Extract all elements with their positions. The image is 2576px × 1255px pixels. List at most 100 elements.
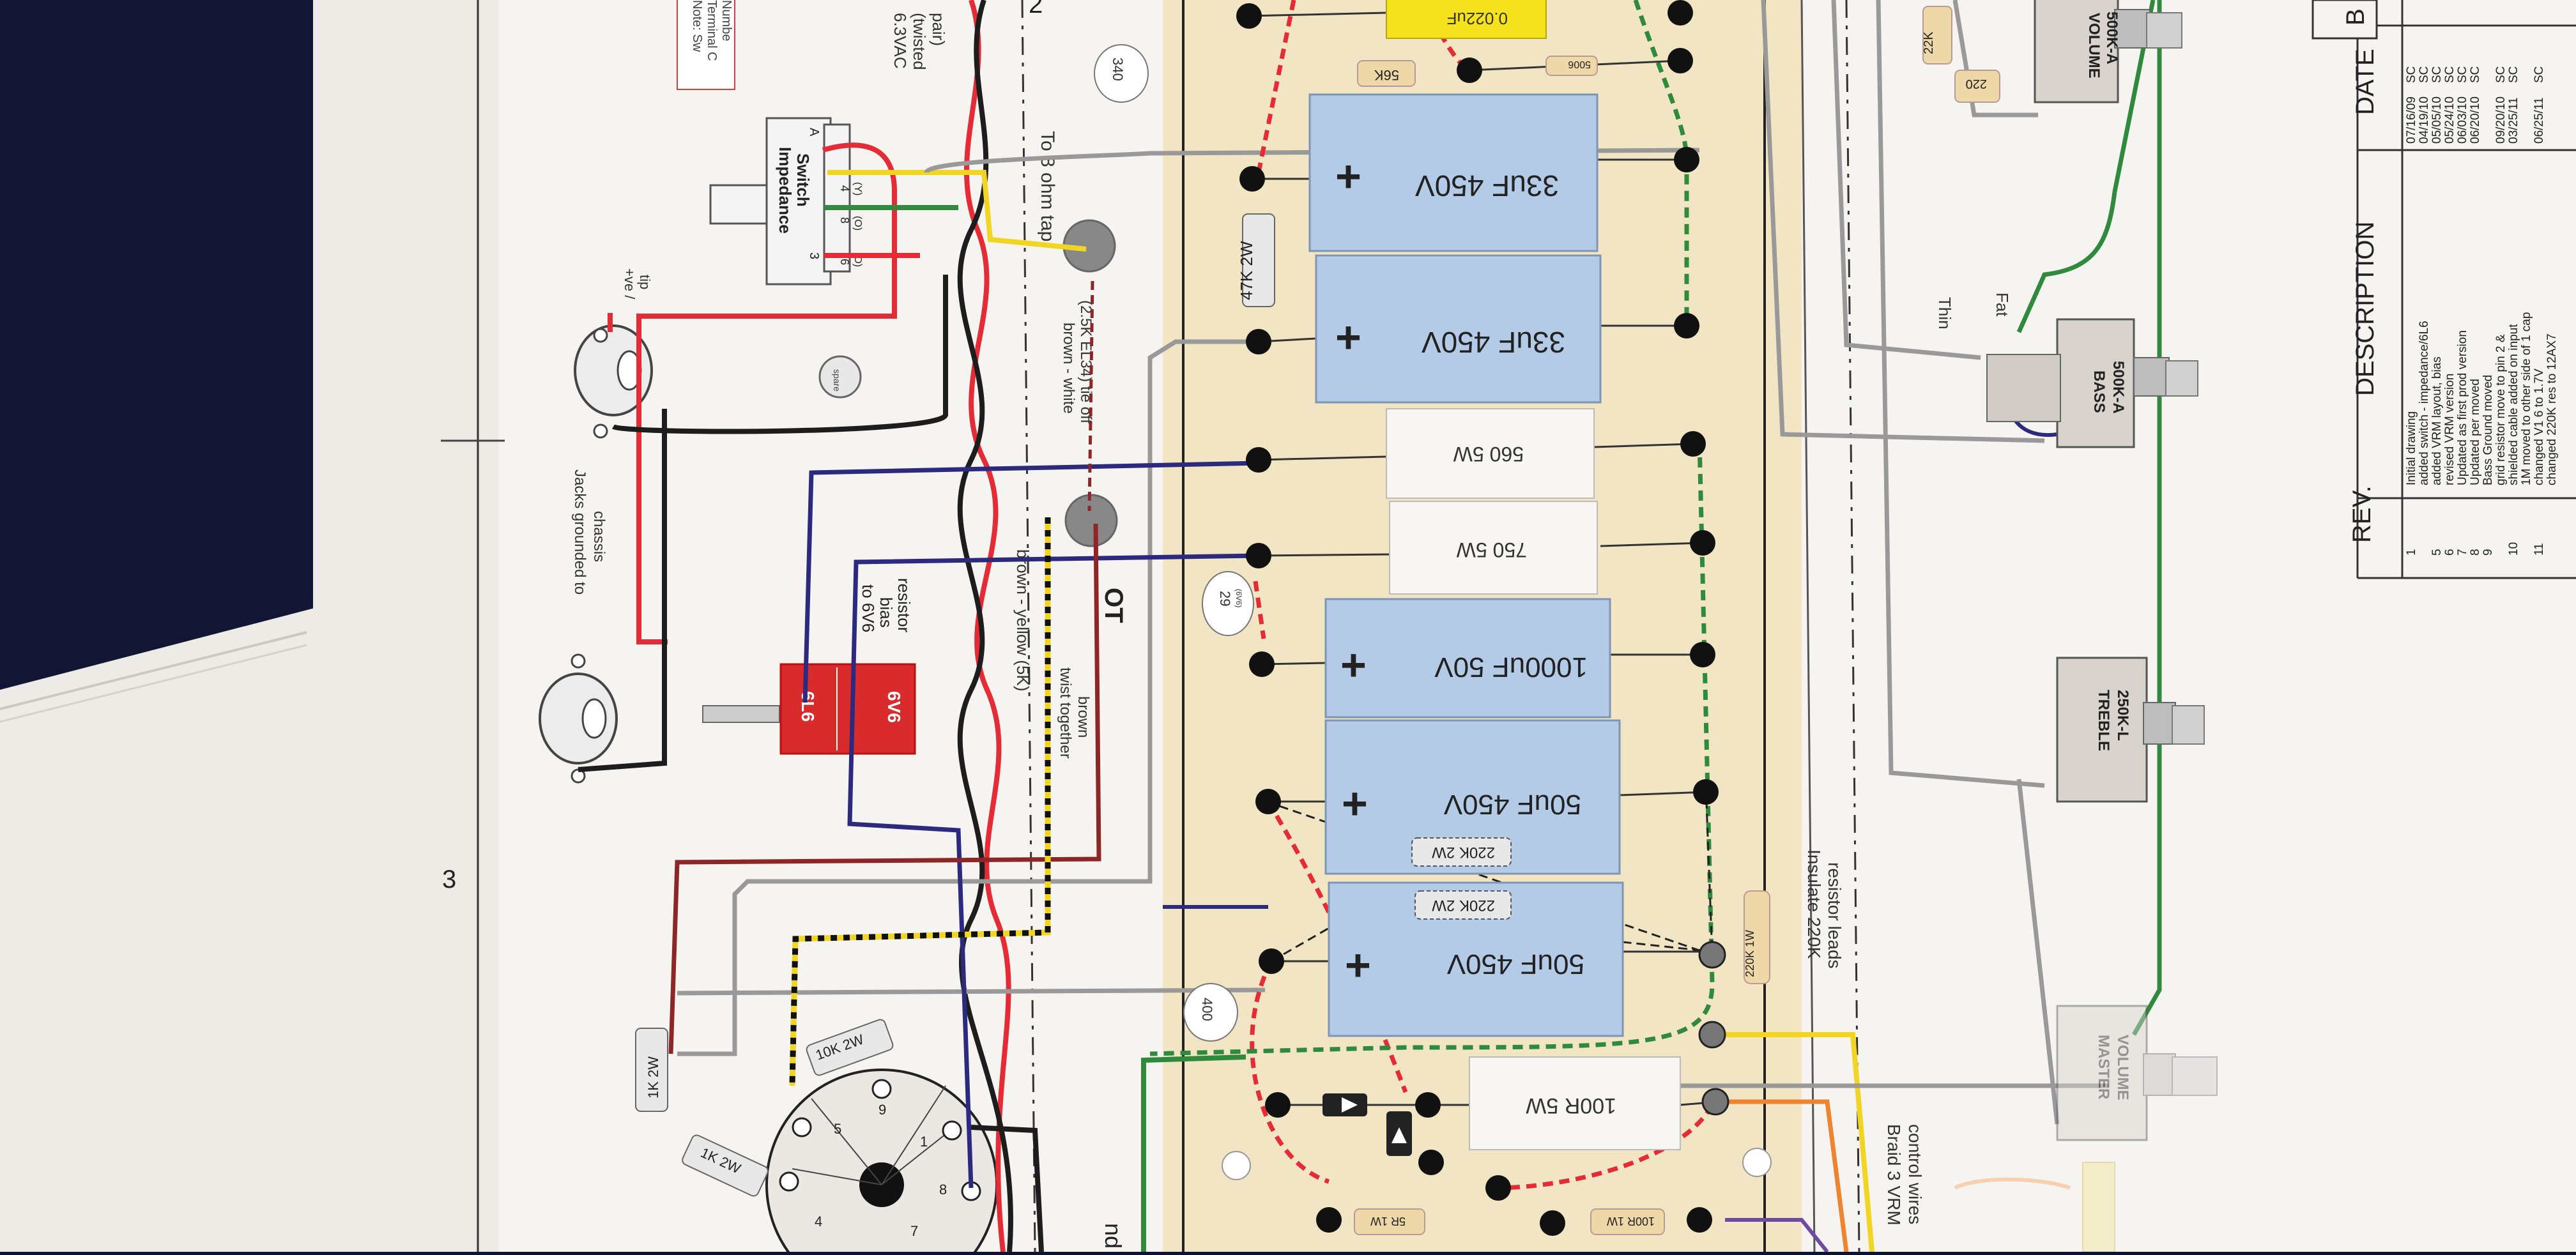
capacitor-50uf-b: + 50uF 450V: [1328, 881, 1624, 1037]
treble-pot[interactable]: TREBLE 250K-L: [2056, 657, 2205, 803]
revision-by: SC: [2430, 66, 2444, 83]
wire-heater-red: [964, 0, 1011, 1252]
svg-text:twist together: twist together: [1057, 667, 1074, 759]
svg-text:220: 220: [1966, 77, 1987, 91]
ot-brown-white-label: brown - white (2.5K EL34) tie off: [1060, 300, 1094, 423]
note-box: Note: Sw Terminal C Numbe: [677, 0, 735, 90]
svg-text:500K-A: 500K-A: [2110, 361, 2127, 414]
revision-desc: Initial drawing: [2405, 411, 2418, 485]
revision-rev: 5: [2430, 549, 2444, 556]
svg-text:BASS: BASS: [2090, 370, 2108, 413]
svg-text:tip: tip: [637, 275, 653, 289]
ot-twist-label: twist together brown: [1057, 667, 1092, 759]
svg-text:1000uF 50V: 1000uF 50V: [1434, 651, 1588, 683]
capacitor-33uf-b: + 33uF 450V: [1315, 254, 1602, 404]
spare-lug: spare: [818, 355, 862, 399]
revision-rev: 9: [2481, 549, 2495, 556]
svg-text:Numbe: Numbe: [719, 0, 733, 41]
revision-desc: changed V1 6 to 1.7V: [2533, 369, 2546, 485]
svg-text:100R 5W: 100R 5W: [1526, 1093, 1616, 1118]
svg-text:6L6: 6L6: [798, 691, 818, 722]
voltage-400: 400: [1183, 983, 1238, 1042]
svg-text:9: 9: [878, 1102, 886, 1118]
svg-text:33uF 450V: 33uF 450V: [1415, 169, 1559, 202]
resistor-560-5w: 560 5W: [1386, 408, 1595, 499]
revision-desc: added switch - impedance/6L6: [2418, 321, 2431, 485]
bass-pot[interactable]: BASS 500K-A: [1986, 318, 2198, 448]
svg-text:Switch: Switch: [793, 153, 813, 207]
impedance-switch[interactable]: Impedance Switch A 3 4 8 16 (Y) (O) (O): [709, 117, 863, 285]
svg-text:+: +: [1335, 151, 1361, 201]
revision-by: SC: [2418, 66, 2431, 83]
fat-label: Fat: [1993, 293, 2012, 317]
eyelets: [1236, 0, 1719, 1236]
svg-text:0.022uF: 0.022uF: [1447, 9, 1508, 28]
svg-text:750 5W: 750 5W: [1456, 538, 1527, 561]
svg-text:spare: spare: [832, 369, 842, 392]
revision-date: 04/19/10: [2418, 96, 2431, 144]
revision-desc: revised VRM version: [2443, 374, 2457, 485]
rev-header: REV.: [2348, 485, 2376, 543]
svg-text:Terminal C: Terminal C: [705, 0, 719, 61]
svg-text:pair): pair): [929, 13, 948, 46]
revision-rev: 6: [2443, 549, 2457, 556]
tube-select-switch[interactable]: 6L6 6V6: [702, 663, 916, 755]
revision-date: 07/16/09: [2405, 96, 2418, 144]
braid-note: Braid 3 VRM control wires: [1884, 1124, 1925, 1226]
svg-text:+ve /: +ve /: [622, 268, 638, 300]
revision-rev: 11: [2533, 543, 2546, 556]
jacks-grounded-label: Jacks grounded to chassis: [571, 469, 608, 595]
svg-text:to 6V6: to 6V6: [859, 584, 878, 632]
svg-text:brown: brown: [1075, 696, 1092, 738]
svg-text:+: +: [1335, 312, 1361, 362]
svg-text:resistor leads: resistor leads: [1825, 862, 1844, 969]
svg-text:5R 1W: 5R 1W: [1370, 1215, 1406, 1228]
wire-black-ground: [611, 275, 948, 434]
jack-tip-label: +ve / tip: [622, 268, 653, 300]
svg-text:400: 400: [1199, 998, 1215, 1021]
svg-text:control wires: control wires: [1905, 1124, 1925, 1224]
by-header: B: [2342, 8, 2370, 26]
revision-desc: changed 220K res to 12AX7: [2545, 333, 2559, 485]
svg-text:250K-L: 250K-L: [2114, 690, 2131, 741]
master-volume-pot[interactable]: MASTER VOLUME: [2056, 1005, 2218, 1141]
volume-pot[interactable]: VOLUME 500K-A: [2034, 0, 2182, 103]
svg-text:29: 29: [1217, 591, 1233, 606]
svg-text:7: 7: [910, 1223, 918, 1239]
capacitor-33uf-a: + 33uF 450V: [1308, 93, 1598, 252]
resistor-22k: 22K: [1922, 6, 1952, 65]
ot-brown-yellow-label: brown - yellow (5K): [1013, 549, 1032, 692]
date-header: DATE: [2351, 49, 2379, 115]
resistor-220k-1w: 220K 1W: [1744, 890, 1770, 984]
svg-text:47K 2W: 47K 2W: [1237, 241, 1256, 300]
revision-desc: 1M moved to other side of 1 cap: [2520, 312, 2533, 485]
svg-text:Insulate 220K: Insulate 220K: [1804, 849, 1824, 959]
svg-text:Note: Sw: Note: Sw: [690, 0, 704, 52]
revision-desc: Updated as first prod version: [2456, 330, 2469, 485]
resistor-1k-2w-a: 1K 2W: [635, 1028, 668, 1112]
svg-text:22K: 22K: [1922, 31, 1936, 54]
wire-grey: [677, 339, 1259, 1056]
svg-text:50uF 450V: 50uF 450V: [1443, 789, 1581, 820]
ot-label: OT: [1100, 588, 1128, 623]
resistor-47k-2w: 47K 2W: [1237, 213, 1275, 307]
svg-text:50uF 450V: 50uF 450V: [1446, 948, 1584, 980]
resistor-56k: 56K: [1357, 60, 1416, 87]
svg-text:(twisted: (twisted: [910, 13, 929, 70]
revision-by: SC: [2443, 66, 2457, 83]
description-header: DESCRIPTION: [2351, 222, 2379, 396]
svg-text:1K 2W: 1K 2W: [645, 1056, 661, 1099]
capacitor-0022uf: 0.022uF: [1386, 0, 1547, 39]
revision-date: 06/25/11: [2533, 97, 2546, 144]
wire-red-jack: [636, 142, 897, 644]
output-jack-bottom: [539, 653, 618, 784]
revision-by: SC: [2469, 66, 2482, 83]
revision-date: 06/20/10: [2469, 96, 2482, 144]
svg-text:bias: bias: [877, 597, 896, 628]
revision-date: 05/05/10: [2430, 96, 2444, 144]
revision-date: 05/24/10: [2443, 96, 2457, 144]
wire-maroon: [668, 523, 1101, 1054]
